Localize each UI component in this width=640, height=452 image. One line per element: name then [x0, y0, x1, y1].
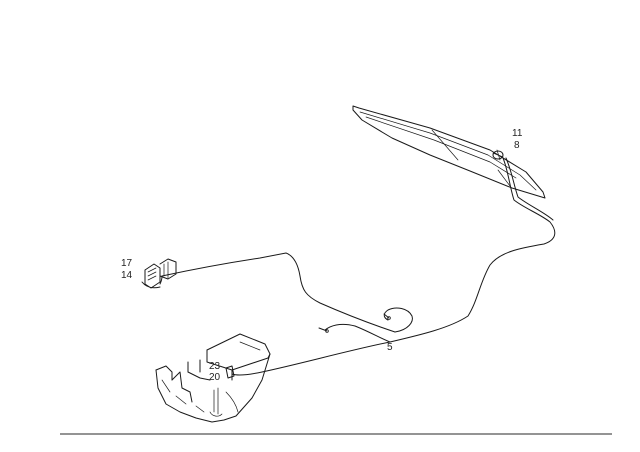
main-wiring-harness — [161, 157, 556, 376]
callout-14: 14 — [121, 270, 133, 281]
branch-terminals — [318, 313, 391, 333]
callout-5: 5 — [387, 342, 393, 353]
window-connector — [492, 149, 504, 161]
callout-20: 20 — [209, 372, 221, 383]
rear-window-glass — [352, 105, 546, 199]
switch-connector-pair — [141, 258, 177, 289]
callout-8: 8 — [514, 140, 520, 151]
callout-17: 17 — [121, 258, 133, 269]
callout-11: 11 — [512, 128, 523, 139]
callout-23: 23 — [209, 361, 221, 372]
trunk-lock-assembly — [155, 333, 271, 423]
